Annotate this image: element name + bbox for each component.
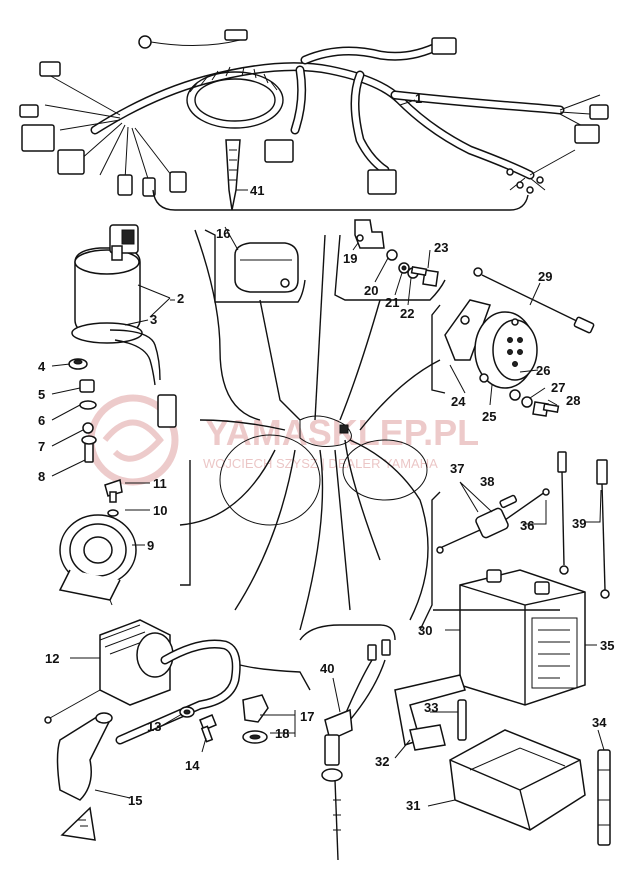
callout-1[interactable]: 1 bbox=[415, 91, 422, 106]
regulator-hardware[interactable] bbox=[509, 389, 560, 417]
callout-6[interactable]: 6 bbox=[38, 413, 45, 428]
ignition-coil[interactable] bbox=[44, 619, 241, 745]
callout-37[interactable]: 37 bbox=[450, 461, 464, 476]
horn[interactable] bbox=[58, 514, 137, 606]
watermark-logo-swirl-icon bbox=[102, 419, 164, 462]
callout-28[interactable]: 28 bbox=[566, 393, 580, 408]
callout-17[interactable]: 17 bbox=[300, 709, 314, 724]
callout-35[interactable]: 35 bbox=[600, 638, 614, 653]
sensor-lead[interactable] bbox=[321, 639, 391, 861]
battery-lead-negative[interactable] bbox=[596, 459, 610, 599]
callout-34[interactable]: 34 bbox=[592, 715, 607, 730]
callout-5[interactable]: 5 bbox=[38, 387, 45, 402]
callout-36[interactable]: 36 bbox=[520, 518, 534, 533]
battery[interactable] bbox=[459, 569, 586, 706]
battery-box[interactable] bbox=[449, 729, 586, 831]
callout-8[interactable]: 8 bbox=[38, 469, 45, 484]
callout-25[interactable]: 25 bbox=[482, 409, 496, 424]
front-arrow-icon bbox=[60, 806, 96, 841]
relay-bracket[interactable] bbox=[354, 219, 439, 287]
callout-30[interactable]: 30 bbox=[418, 623, 432, 638]
callout-32[interactable]: 32 bbox=[375, 754, 389, 769]
callout-26[interactable]: 26 bbox=[536, 363, 550, 378]
callout-23[interactable]: 23 bbox=[434, 240, 448, 255]
callout-15[interactable]: 15 bbox=[128, 793, 142, 808]
battery-band[interactable] bbox=[394, 674, 466, 751]
callout-9[interactable]: 9 bbox=[147, 538, 154, 553]
horn-bracket[interactable] bbox=[104, 479, 123, 517]
callout-7[interactable]: 7 bbox=[38, 439, 45, 454]
wire-harness[interactable] bbox=[19, 29, 609, 211]
callout-22[interactable]: 22 bbox=[400, 306, 414, 321]
coil-hardware[interactable] bbox=[179, 706, 217, 743]
voltage-regulator[interactable] bbox=[444, 299, 538, 389]
battery-lead-positive[interactable] bbox=[557, 451, 569, 575]
flasher-relay[interactable] bbox=[234, 242, 299, 293]
callout-16[interactable]: 16 bbox=[216, 226, 230, 241]
callout-19[interactable]: 19 bbox=[343, 251, 357, 266]
callout-12[interactable]: 12 bbox=[45, 651, 59, 666]
callout-31[interactable]: 31 bbox=[406, 798, 420, 813]
callout-20[interactable]: 20 bbox=[364, 283, 378, 298]
callout-41[interactable]: 41 bbox=[250, 183, 264, 198]
fuse-holder[interactable] bbox=[436, 488, 550, 554]
callout-24[interactable]: 24 bbox=[451, 394, 466, 409]
callout-29[interactable]: 29 bbox=[538, 269, 552, 284]
callout-14[interactable]: 14 bbox=[185, 758, 200, 773]
battery-breather-hose[interactable] bbox=[597, 749, 611, 846]
callout-13[interactable]: 13 bbox=[147, 719, 161, 734]
callout-33[interactable]: 33 bbox=[424, 700, 438, 715]
watermark-dealer: WOJCIECH SZYSZ | DEALER YAMAHA bbox=[203, 456, 438, 471]
breather-pipe[interactable] bbox=[457, 699, 467, 741]
callout-11[interactable]: 11 bbox=[153, 476, 167, 491]
callout-10[interactable]: 10 bbox=[153, 503, 167, 518]
earth-lead[interactable] bbox=[473, 267, 595, 334]
callout-18[interactable]: 18 bbox=[275, 726, 289, 741]
switch-hardware[interactable] bbox=[68, 358, 97, 463]
callout-2[interactable]: 2 bbox=[177, 291, 184, 306]
callout-40[interactable]: 40 bbox=[320, 661, 334, 676]
callout-39[interactable]: 39 bbox=[572, 516, 586, 531]
callout-4[interactable]: 4 bbox=[38, 359, 46, 374]
watermark: YAMASKLEP.PL WOJCIECH SZYSZ | DEALER YAM… bbox=[87, 394, 479, 486]
callout-3[interactable]: 3 bbox=[150, 312, 157, 327]
callout-21[interactable]: 21 bbox=[385, 295, 399, 310]
callout-27[interactable]: 27 bbox=[551, 380, 565, 395]
leader-lines bbox=[51, 99, 605, 807]
callout-numbers: 1 2 3 4 5 6 7 8 9 10 11 12 13 14 15 16 1… bbox=[38, 91, 614, 813]
callout-38[interactable]: 38 bbox=[480, 474, 494, 489]
neutral-switch[interactable] bbox=[242, 694, 269, 744]
main-switch[interactable] bbox=[71, 224, 177, 428]
spark-plug-cap[interactable] bbox=[56, 712, 113, 801]
cable-tie[interactable] bbox=[225, 139, 241, 211]
